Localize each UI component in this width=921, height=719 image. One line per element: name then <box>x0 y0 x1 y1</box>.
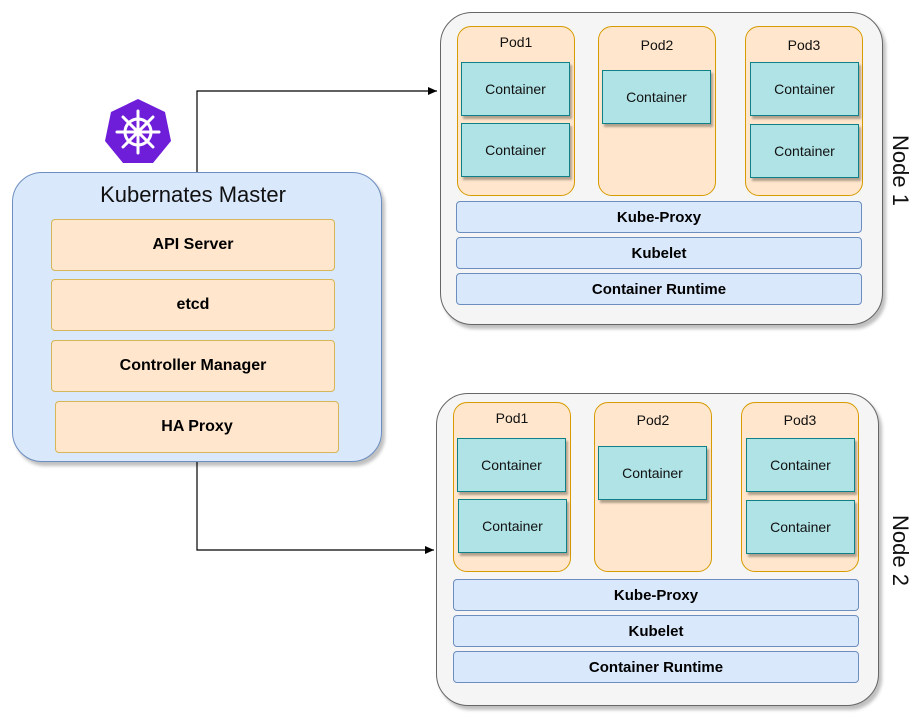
pod-label: Pod3 <box>783 412 817 428</box>
pod-label: Pod2 <box>640 37 674 53</box>
pod-label: Pod1 <box>495 410 529 426</box>
container: Container <box>746 438 855 492</box>
arrow-master-to-node-2 <box>196 462 434 554</box>
pod-label: Pod3 <box>787 37 821 53</box>
kube-proxy-layer: Kube-Proxy <box>453 579 859 611</box>
container: Container <box>598 446 707 500</box>
container: Container <box>746 500 855 554</box>
container: Container <box>602 70 711 124</box>
node-2-label: Node 2 <box>888 515 913 586</box>
container: Container <box>458 499 567 553</box>
container-runtime-layer: Container Runtime <box>453 651 859 683</box>
pod-label: Pod1 <box>499 34 533 50</box>
container: Container <box>750 62 859 116</box>
kube-proxy-layer: Kube-Proxy <box>456 201 862 233</box>
etcd-component: etcd <box>51 279 335 331</box>
master-title: Kubernates Master <box>100 182 286 207</box>
container: Container <box>750 124 859 178</box>
container: Container <box>461 123 570 177</box>
kubelet-layer: Kubelet <box>456 237 862 269</box>
pod-label: Pod2 <box>636 412 670 428</box>
api-server-component: API Server <box>51 219 335 271</box>
container: Container <box>457 438 566 492</box>
kubelet-layer: Kubelet <box>453 615 859 647</box>
container: Container <box>461 62 570 116</box>
controller-manager-component: Controller Manager <box>51 340 335 392</box>
arrow-master-to-node-1 <box>196 87 437 172</box>
kubernetes-helm-icon <box>105 99 171 163</box>
ha-proxy-component: HA Proxy <box>55 401 339 453</box>
node-1-label: Node 1 <box>888 135 913 206</box>
container-runtime-layer: Container Runtime <box>456 273 862 305</box>
